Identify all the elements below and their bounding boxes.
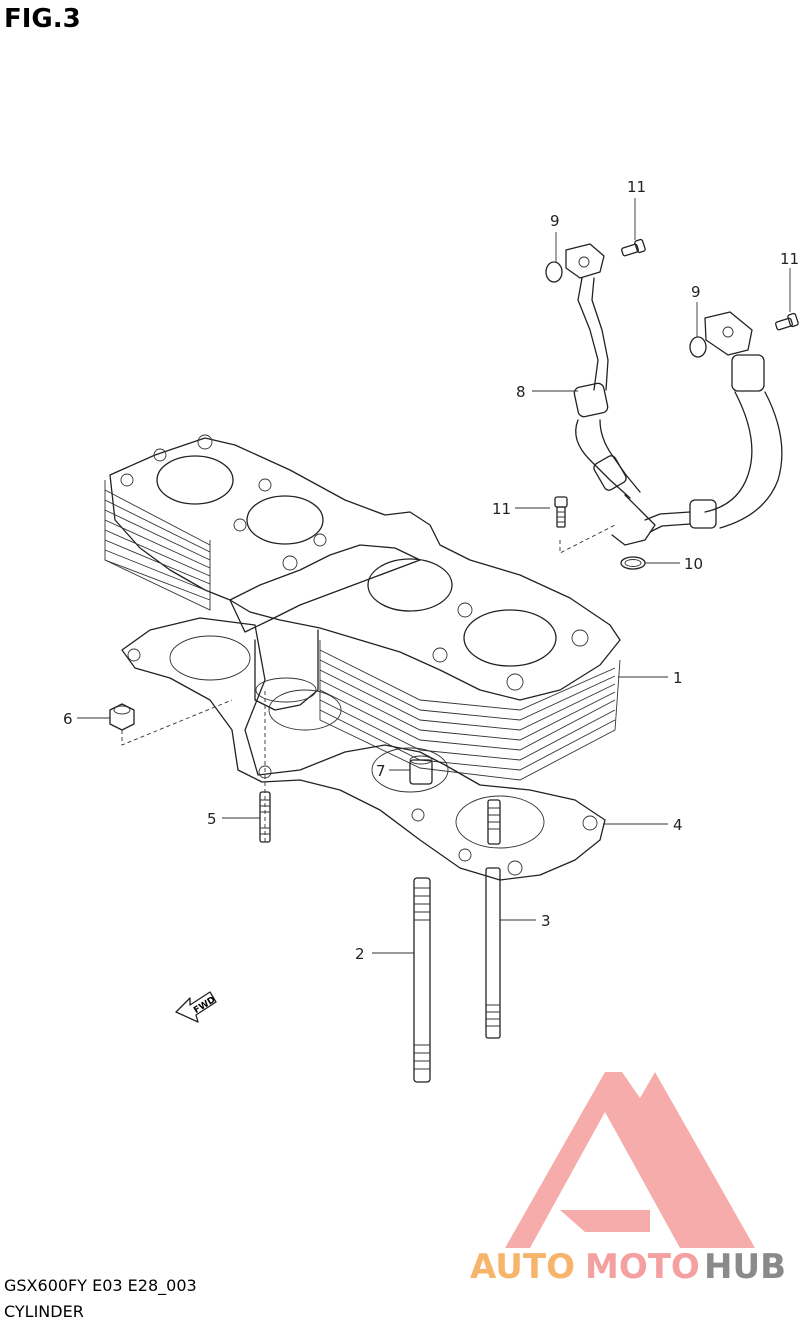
fwd-label: FWD [192,995,217,1016]
gasket-ring-9a [545,261,563,283]
cylinder-gasket [121,617,606,881]
leader-lines [77,198,791,954]
stud-bolt-upper [487,799,501,845]
oil-hose-right [644,311,783,533]
callout-1: 1 [673,669,683,687]
callout-4: 4 [673,816,683,834]
figure-title: FIG.3 [4,4,81,34]
stud-bolt [485,867,501,1039]
watermark-logo: AUTO MOTO HUB [470,1072,786,1287]
watermark-inner-shape [560,1210,650,1232]
watermark-text-moto: MOTO [585,1247,700,1287]
section-name: CYLINDER [4,1302,84,1321]
nut [109,703,135,731]
callout-7: 7 [376,762,386,780]
watermark-triangle-icon [505,1072,755,1248]
gasket-ring-9b [689,336,707,358]
callout-6: 6 [63,710,73,728]
bolt-11c [554,496,568,528]
callout-11c: 11 [492,500,511,518]
bolt-11b [775,312,799,331]
forward-direction-arrow: FWD [175,991,217,1023]
watermark-text-hub: HUB [704,1247,786,1287]
callout-11b: 11 [780,250,799,268]
dowel-pin [409,755,433,785]
callout-9b: 9 [691,283,701,301]
watermark-text-auto: AUTO [470,1247,575,1287]
bolt-11a [621,238,646,257]
cylinder-block [104,434,621,781]
callout-5: 5 [207,810,217,828]
oil-hose-left [565,243,656,546]
callout-11a: 11 [627,178,646,196]
callout-10: 10 [684,555,703,573]
model-code: GSX600FY E03 E28_003 [4,1276,197,1295]
callout-2: 2 [355,945,365,963]
callout-3: 3 [541,912,551,930]
callout-8: 8 [516,383,526,401]
long-stud-bolt [413,877,431,1083]
callout-9a: 9 [550,212,560,230]
